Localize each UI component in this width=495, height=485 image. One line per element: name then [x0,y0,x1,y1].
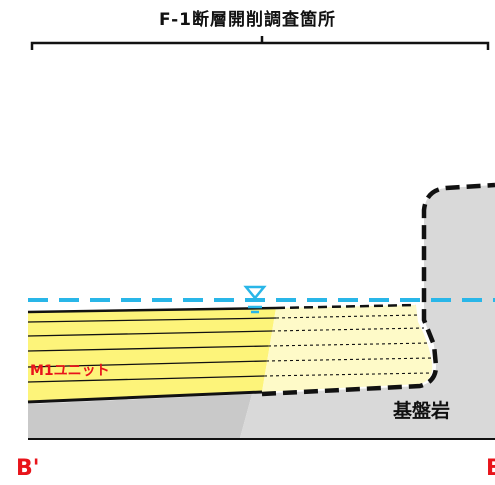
m1-top-surface [27,306,277,314]
m1-top-surface-inferred [275,303,417,310]
m1-bedding-lines [27,317,277,383]
bedding-line-4 [27,360,267,368]
bedding-line-2 [27,330,273,337]
water-level-triangle-icon [243,285,267,314]
m1-base-boundary [27,390,263,404]
bedrock-base-left [28,394,252,438]
m1-unit-inferred [262,305,433,392]
figure-title: F-1断層開削調査箇所 [159,10,336,30]
bedding-dash-2 [271,327,425,332]
bedding-line-5 [27,375,265,383]
survey-area-bracket [30,36,490,50]
bedding-line-1 [27,317,277,323]
bedrock-inferred-outline [261,182,495,397]
m1-bedding-lines-inferred [263,314,433,377]
m1-unit-label: M1ユニット [30,363,110,379]
bedrock-body [240,185,495,438]
bedding-dash-4 [265,357,433,362]
bedding-dash-5 [263,372,431,377]
bedrock-label: 基盤岩 [393,400,451,422]
bedding-line-3 [27,345,269,352]
m1-unit-solid [28,308,276,402]
section-end-left-label: B' [16,456,40,481]
section-end-right-label: B [486,456,495,481]
